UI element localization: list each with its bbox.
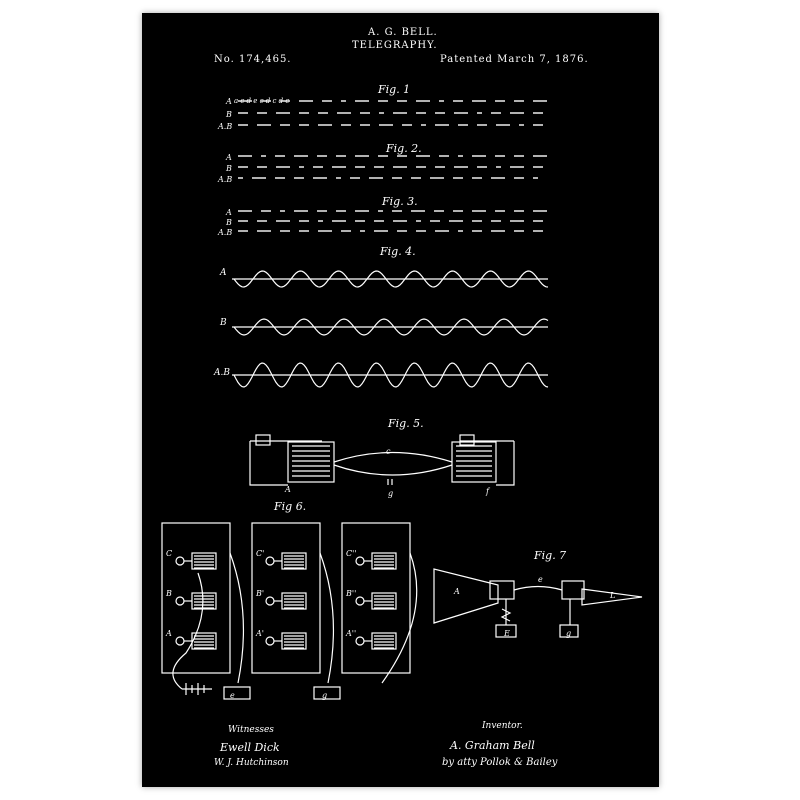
morse-dash-rows [238, 100, 547, 232]
fig4-waveforms [232, 270, 549, 388]
fig4-label: Fig. 4. [380, 245, 416, 258]
patent-drawings [161, 100, 643, 700]
fig6-terminal [355, 596, 365, 606]
fig4-wave-a-label: A [220, 268, 227, 278]
wave-line [233, 362, 549, 388]
fig5-label-c: c [386, 447, 391, 456]
fig6-label: Fig 6. [274, 500, 307, 513]
fig6-label-a2: A'' [346, 629, 357, 638]
fig7-box-e [495, 624, 517, 638]
fig5-label-f: f [486, 487, 489, 496]
witness-signature-2: W. J. Hutchinson [214, 758, 289, 768]
fig6-label-c: C [166, 549, 173, 558]
fig7-apparatus [433, 568, 643, 638]
fig6-apparatus [161, 522, 418, 700]
patent-number: No. 174,465. [214, 54, 292, 65]
fig7-label-g-box: g [566, 629, 572, 638]
fig6-label-a: A [166, 629, 172, 638]
fig1-row-ab-label: A.B [218, 122, 233, 131]
fig1-row-a-label: A [226, 97, 232, 106]
fig6-terminal [265, 556, 275, 566]
wave-line [233, 270, 549, 288]
fig4-wave-b-label: B [220, 318, 227, 328]
fig6-terminal [265, 636, 275, 646]
fig7-cone-right [581, 588, 643, 606]
fig6-terminal [355, 636, 365, 646]
fig6-terminal [265, 596, 275, 606]
witnesses-label: Witnesses [228, 725, 274, 735]
fig7-label-e-box: E [504, 629, 510, 638]
fig1-label: Fig. 1 [378, 83, 411, 96]
fig4-wave-ab-label: A.B [214, 368, 230, 378]
witness-signature-1: Ewell Dick [220, 741, 280, 754]
fig2-row-b-label: B [226, 164, 232, 173]
patent-subject: TELEGRAPHY. [352, 40, 438, 51]
fig3-row-ab-label: A.B [218, 228, 233, 237]
fig6-label-b2: B'' [346, 589, 357, 598]
fig2-row-a-label: A [226, 153, 232, 162]
fig6-panel-1 [161, 522, 231, 674]
fig2-row-ab-label: A.B [218, 175, 233, 184]
fig7-label-e: e [538, 575, 543, 584]
inventor-signature: A. Graham Bell [450, 739, 535, 752]
fig5-label-a: A [285, 485, 291, 494]
fig6-label-e: e [230, 691, 235, 700]
fig6-panel-2 [251, 522, 321, 674]
fig7-cone-left [433, 568, 499, 624]
fig6-panel-3 [341, 522, 411, 674]
patent-poster: A. G. BELL. TELEGRAPHY. No. 174,465. Pat… [142, 13, 659, 787]
inventor-name: A. G. BELL. [368, 27, 438, 38]
fig7-label-a: A [454, 587, 460, 596]
fig6-label-a1: A' [256, 629, 264, 638]
fig3-row-b-label: B [226, 218, 232, 227]
fig5-label: Fig. 5. [388, 417, 424, 430]
wave-line [233, 318, 549, 336]
fig6-terminal [175, 636, 185, 646]
fig6-terminal [175, 556, 185, 566]
fig2-label: Fig. 2. [386, 142, 422, 155]
fig6-label-b1: B' [256, 589, 265, 598]
fig7-box-g [559, 624, 579, 638]
fig7-label-l: L [610, 591, 616, 600]
fig5-apparatus [249, 434, 515, 486]
fig5-label-g: g [388, 489, 394, 498]
fig6-box-g [313, 686, 341, 700]
fig6-label-c2: C'' [346, 549, 357, 558]
fig6-terminal [355, 556, 365, 566]
fig1-row-b-label: B [226, 110, 232, 119]
attorney-signature: by atty Pollok & Bailey [442, 757, 558, 768]
fig6-label-b: B [166, 589, 172, 598]
fig6-label-c1: C' [256, 549, 265, 558]
fig3-label: Fig. 3. [382, 195, 418, 208]
fig6-box-e [223, 686, 251, 700]
inventor-label: Inventor. [482, 721, 523, 731]
fig6-terminal [175, 596, 185, 606]
fig6-label-g: g [322, 691, 328, 700]
fig7-label: Fig. 7 [534, 549, 567, 562]
fig3-row-a-label: A [226, 208, 232, 217]
patent-date: Patented March 7, 1876. [440, 54, 589, 65]
